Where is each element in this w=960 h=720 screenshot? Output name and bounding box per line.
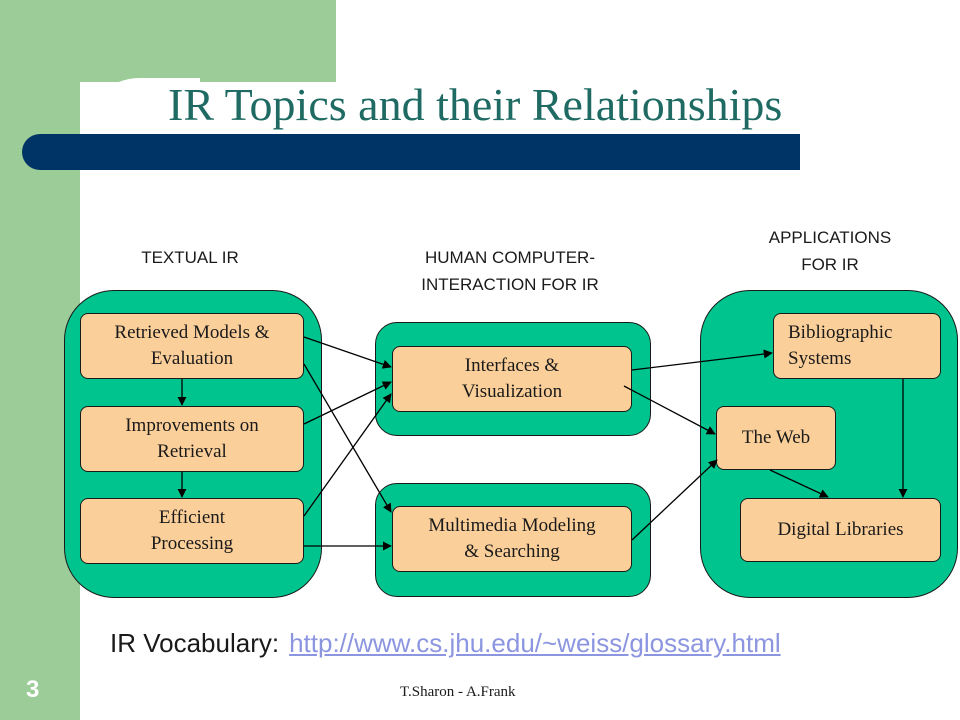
arrow-interfaces-to-bibliographic — [631, 349, 773, 371]
node-retrieved-models: Retrieved Models & Evaluation — [80, 313, 304, 379]
title-bar — [22, 134, 800, 170]
node-improvements-retrieval: Improvements on Retrieval — [80, 406, 304, 472]
slide-footer: T.Sharon - A.Frank — [400, 684, 516, 700]
heading-textual-ir: TEXTUAL IR — [141, 248, 239, 267]
heading-applications-for-ir: APPLICATIONS FOR IR — [768, 228, 892, 275]
vocabulary-line: IR Vocabulary: http://www.cs.jhu.edu/~wei… — [110, 628, 781, 659]
node-interfaces-visualization: Interfaces & Visualization — [392, 346, 632, 412]
arrow-interfaces-to-web — [623, 385, 716, 435]
node-the-web: The Web — [716, 406, 836, 470]
slide-number: 3 — [26, 676, 40, 703]
slide-title: IR Topics and their Relationships — [168, 79, 783, 130]
node-multimedia-modeling: Multimedia Modeling & Searching — [392, 506, 632, 572]
arrow-multimedia-to-web — [631, 459, 718, 541]
node-bibliographic-systems: Bibliographic Systems — [773, 313, 941, 379]
arrow-web-to-digital-libraries — [769, 469, 829, 498]
vocabulary-label: IR Vocabulary: — [110, 628, 280, 658]
corner-band — [80, 0, 336, 82]
heading-hci-for-ir: HUMAN COMPUTER- INTERACTION FOR IR — [421, 248, 599, 295]
node-efficient-processing: Efficient Processing — [80, 498, 304, 564]
arrow-retrieved-to-multimedia — [303, 363, 392, 513]
glossary-link[interactable]: http://www.cs.jhu.edu/~weiss/glossary.ht… — [289, 628, 781, 658]
arrow-retrieved-to-interfaces — [303, 336, 392, 369]
arrow-improvements-to-interfaces — [303, 381, 392, 425]
arrow-efficient-to-interfaces — [303, 393, 392, 517]
node-digital-libraries: Digital Libraries — [740, 498, 941, 562]
